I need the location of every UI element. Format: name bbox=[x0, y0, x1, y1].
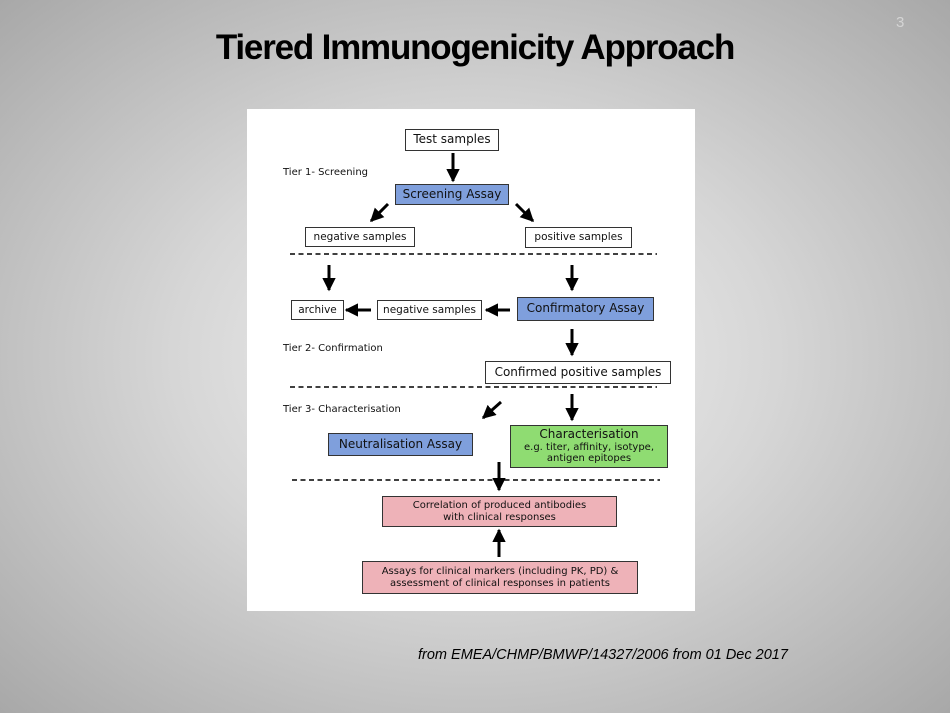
archive-box: archive bbox=[291, 300, 344, 320]
characterisation-detail-1: e.g. titer, affinity, isotype, bbox=[523, 441, 654, 453]
tier-3-label: Tier 3- Characterisation bbox=[283, 404, 401, 415]
flowchart-connectors bbox=[290, 153, 660, 557]
flowchart-panel: Tier 1- Screening Tier 2- Confirmation T… bbox=[247, 109, 695, 611]
confirmatory-assay-box: Confirmatory Assay bbox=[517, 297, 654, 321]
positive-samples-box: positive samples bbox=[525, 227, 632, 248]
slide-number: 3 bbox=[896, 14, 905, 31]
characterisation-title: Characterisation bbox=[539, 427, 639, 442]
clinical-assays-box: Assays for clinical markers (including P… bbox=[362, 561, 638, 594]
slide-title: Tiered Immunogenicity Approach bbox=[215, 28, 735, 67]
arrow-to-neutralisation bbox=[481, 400, 502, 420]
clinical-assays-line-2: assessment of clinical responses in pati… bbox=[390, 577, 610, 589]
screening-assay-box: Screening Assay bbox=[395, 184, 509, 205]
neutralisation-assay-box: Neutralisation Assay bbox=[328, 433, 473, 456]
source-citation: from EMEA/CHMP/BMWP/14327/2006 from 01 D… bbox=[418, 647, 788, 663]
correlation-box: Correlation of produced antibodies with … bbox=[382, 496, 617, 527]
characterisation-detail-2: antigen epitopes bbox=[546, 453, 632, 465]
tier-1-label: Tier 1- Screening bbox=[283, 167, 369, 178]
tier-2-label: Tier 2- Confirmation bbox=[283, 343, 383, 354]
test-samples-box: Test samples bbox=[405, 129, 499, 151]
confirmed-positive-box: Confirmed positive samples bbox=[485, 361, 671, 384]
arrow-screening-to-positive bbox=[514, 202, 535, 223]
arrow-screening-to-negative bbox=[369, 202, 390, 223]
correlation-line-1: Correlation of produced antibodies bbox=[412, 500, 587, 511]
negative-samples-box: negative samples bbox=[305, 227, 415, 247]
negative-samples-box-2: negative samples bbox=[377, 300, 482, 320]
correlation-line-2: with clinical responses bbox=[443, 511, 556, 523]
characterisation-box: Characterisation e.g. titer, affinity, i… bbox=[510, 425, 668, 468]
clinical-assays-line-1: Assays for clinical markers (including P… bbox=[381, 566, 619, 577]
